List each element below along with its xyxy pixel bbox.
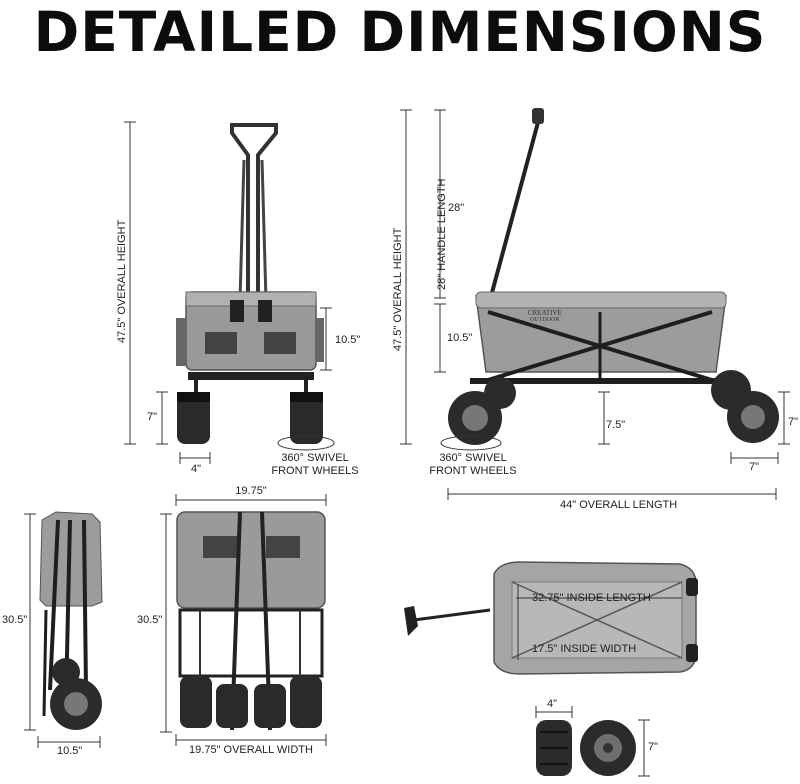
page-title: DETAILED DIMENSIONS — [33, 0, 767, 64]
top-inside-length-label: 32.75" INSIDE LENGTH — [532, 592, 651, 604]
side-swivel-line2: FRONT WHEELS — [429, 465, 517, 477]
folded-side-dimensions — [24, 513, 101, 748]
side-wheel-height-label: 7" — [788, 416, 799, 428]
brand-logo-line2: OUTDOOR — [530, 317, 560, 323]
wheel-detail-width-label: 4" — [547, 698, 558, 710]
wheel-detail-height-label: 7" — [648, 741, 659, 753]
folded-side-height-label: 30.5" — [2, 614, 28, 626]
front-view-wagon — [176, 123, 324, 444]
top-view-wagon — [404, 561, 698, 675]
brand-logo-line1: CREATIVE — [528, 309, 562, 317]
wheel-detail — [536, 720, 636, 776]
folded-front-height-label: 30.5" — [137, 614, 163, 626]
front-overall-height-label: 47.5" OVERALL HEIGHT — [116, 219, 128, 343]
side-bed-height-label: 10.5" — [447, 332, 473, 344]
side-clearance-label: 7.5" — [606, 419, 626, 431]
side-handle-length-label: 28" HANDLE LENGTH — [436, 178, 448, 291]
side-overall-height-label: 47.5" OVERALL HEIGHT — [392, 227, 404, 351]
folded-front-wagon — [176, 511, 326, 731]
front-bed-height-label: 10.5" — [335, 334, 361, 346]
side-view-dimensions — [400, 109, 790, 500]
front-swivel-line2: FRONT WHEELS — [271, 465, 359, 477]
folded-side-depth-label: 10.5" — [57, 745, 83, 757]
side-view-wagon — [448, 108, 779, 445]
front-view-dimensions — [124, 121, 335, 464]
front-wheel-width-label: 4" — [191, 463, 202, 475]
folded-front-overall-width-label: 19.75" OVERALL WIDTH — [189, 744, 313, 756]
top-inside-width-label: 17.5" INSIDE WIDTH — [532, 643, 637, 655]
front-wheel-height-label: 7" — [147, 411, 158, 423]
side-wheel-width-label: 7" — [749, 461, 760, 473]
side-handle-top-label: 28" — [448, 202, 465, 214]
front-swivel-line1: 360° SWIVEL — [281, 452, 349, 464]
wheel-detail-dimensions — [535, 706, 650, 777]
side-overall-length-label: 44" OVERALL LENGTH — [560, 499, 678, 511]
folded-front-top-width-label: 19.75" — [235, 485, 267, 497]
folded-side-wagon — [39, 511, 103, 730]
folded-front-dimensions — [160, 494, 327, 746]
side-swivel-line1: 360° SWIVEL — [439, 452, 507, 464]
